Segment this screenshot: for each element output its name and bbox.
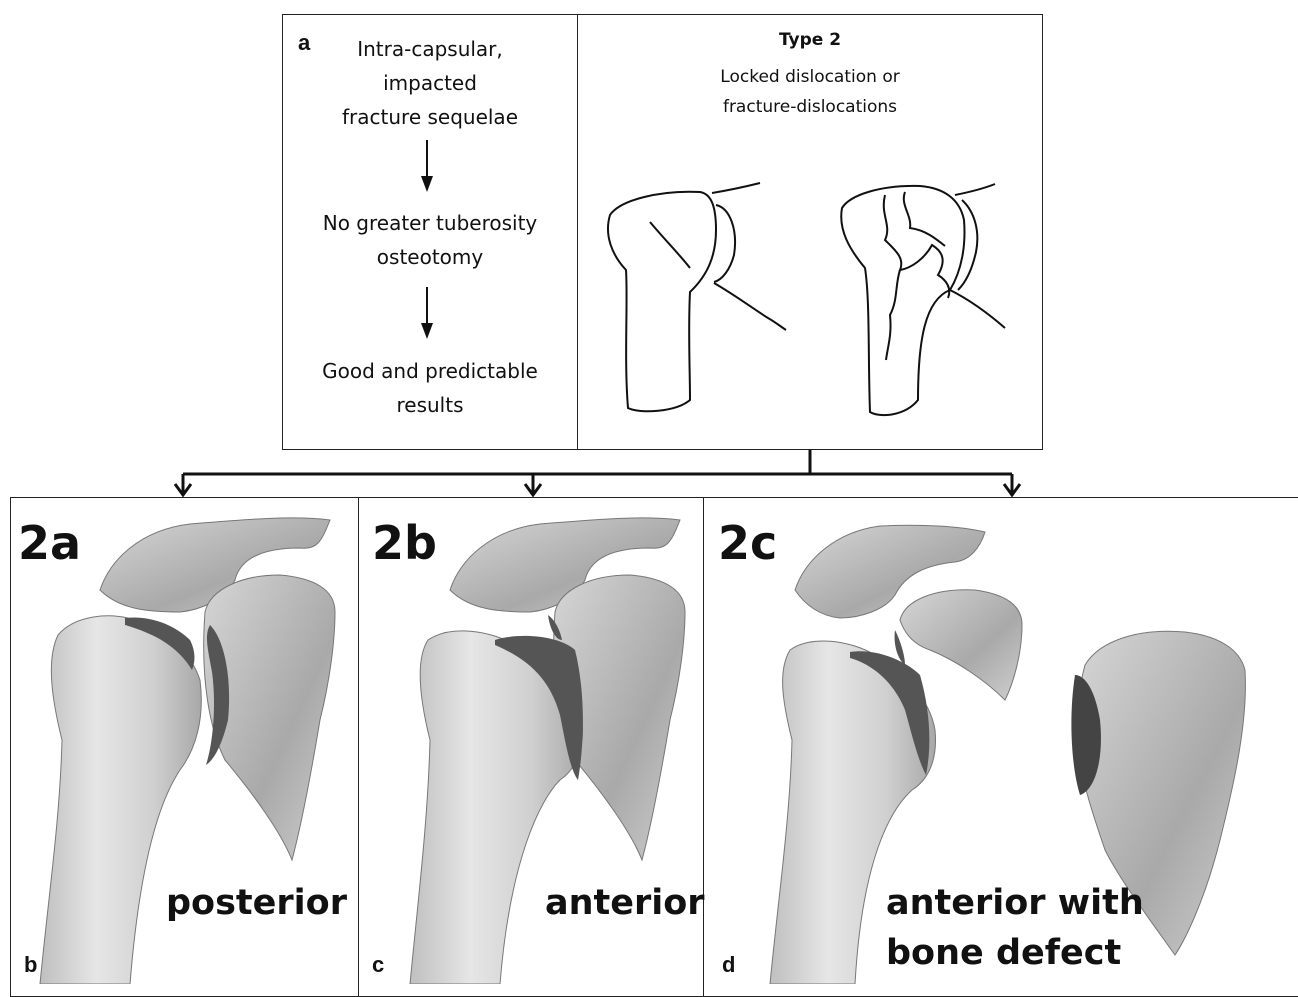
caption-line: anterior with — [886, 878, 1144, 928]
panel-d-caption: anterior with bone defect — [886, 878, 1144, 978]
panel-d-letter: d — [722, 952, 735, 978]
panel-c-letter: c — [372, 952, 384, 978]
flow-arrow-1 — [421, 140, 433, 192]
flow-arrow-2 — [421, 287, 433, 339]
caption-line: bone defect — [886, 928, 1144, 978]
panel-d-type-label: 2c — [718, 516, 777, 570]
humerus-sketch-fracture — [841, 184, 1005, 415]
caption-line: anterior — [545, 878, 705, 928]
panel-c-type-label: 2b — [372, 516, 437, 570]
panel-b-caption: posterior — [166, 878, 347, 928]
panel-b-letter: b — [24, 952, 37, 978]
connector-lines — [183, 450, 1012, 494]
caption-line: posterior — [166, 878, 347, 928]
connector-arrowheads — [175, 484, 1020, 495]
panel-b-type-label: 2a — [18, 516, 81, 570]
humerus-sketch-dislocation — [608, 183, 786, 411]
panel-c-caption: anterior — [545, 878, 705, 928]
